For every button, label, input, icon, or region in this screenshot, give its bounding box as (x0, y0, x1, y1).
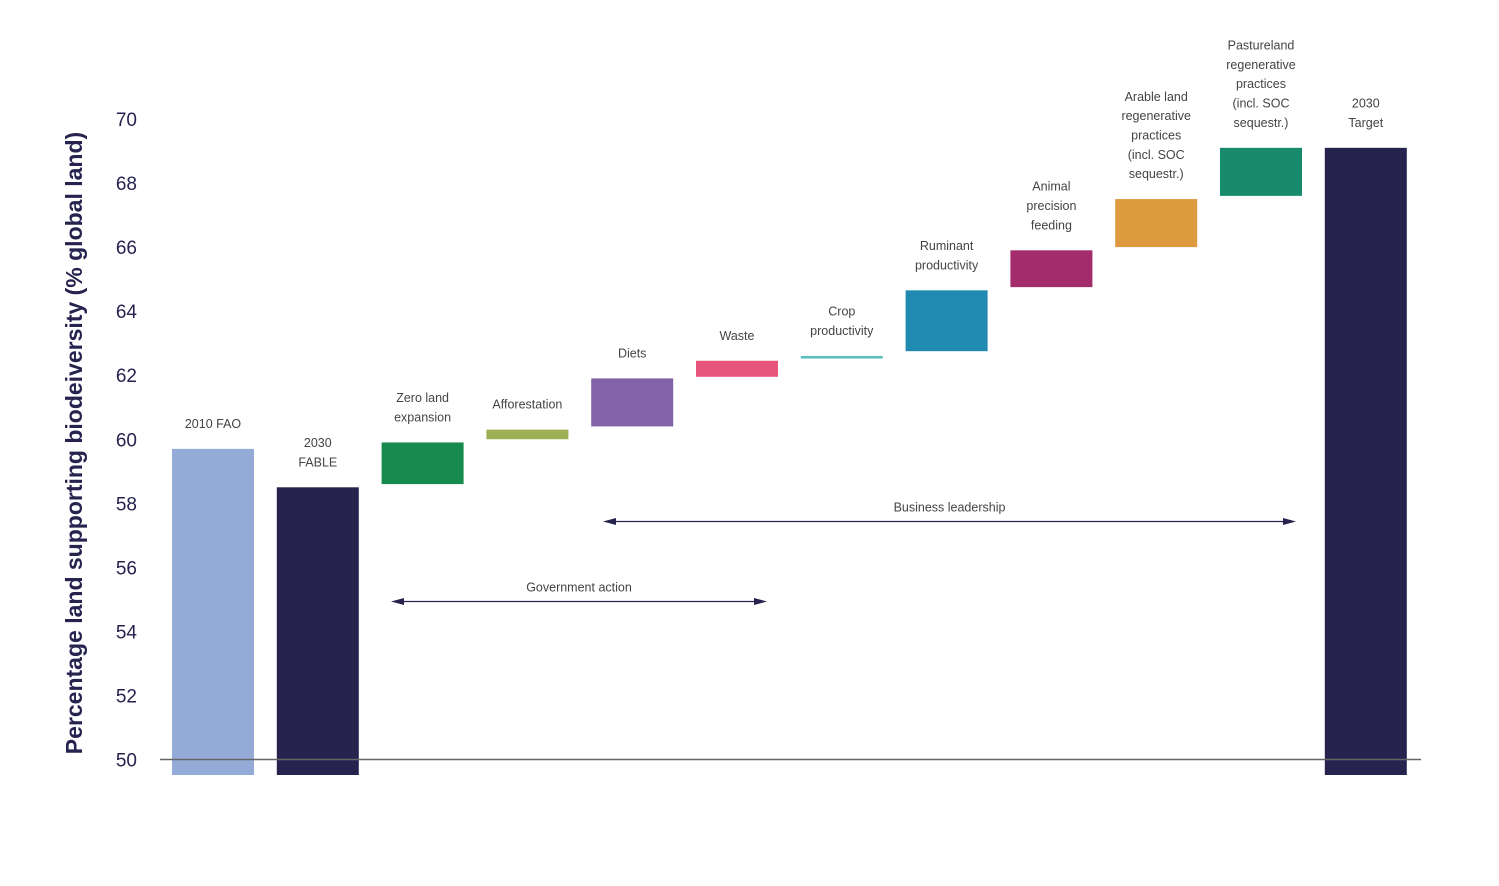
annotation-label: Business leadership (894, 501, 1006, 515)
bar-2030-fable (276, 487, 359, 775)
bar-label: 2010 FAO (185, 417, 242, 431)
bar-label-line: regenerative (1226, 58, 1296, 72)
bar-label-line: Animal (1032, 180, 1070, 194)
bar-2030-target (1324, 147, 1407, 775)
y-tick-label: 56 (116, 558, 137, 579)
bar-label: Arable land regenerative practices (incl. S… (1121, 90, 1191, 181)
bar-label-line: productivity (810, 324, 874, 338)
bar-label: Waste (720, 329, 755, 343)
bar-label-line: sequestr.) (1129, 167, 1184, 181)
bar-label-line: Ruminant (920, 239, 974, 253)
bar-label-line: 2030 (1352, 97, 1380, 111)
bar-label: Zero land expansion (394, 391, 451, 424)
bar-label-line: productivity (915, 258, 979, 272)
y-tick-label: 68 (116, 174, 137, 195)
bar-crop-productivity (800, 355, 883, 359)
bar-label-line: 2030 (304, 436, 332, 450)
bar-label-line: precision (1026, 199, 1076, 213)
bar-waste (696, 360, 778, 377)
bar-arable-land-regenerative-practices-incl-soc-sequestr (1115, 199, 1198, 248)
bar-ruminant-productivity (905, 290, 988, 352)
annotation-arrowhead-right (754, 598, 767, 605)
bar-label-line: Afforestation (492, 398, 562, 412)
bar-label-line: 2010 FAO (185, 417, 242, 431)
bar-label-line: practices (1131, 128, 1181, 142)
bar-label-line: feeding (1031, 218, 1072, 232)
bar-label-line: Target (1348, 116, 1383, 130)
bar-zero-land-expansion (381, 442, 464, 485)
bar-label: Crop productivity (810, 305, 874, 338)
bar-2010-fao (172, 448, 254, 775)
y-tick-label: 54 (116, 622, 138, 643)
bar-label-line: Waste (720, 329, 755, 343)
annotations: Government action Business leadership (391, 501, 1296, 605)
bar-label: Animal precision feeding (1026, 180, 1076, 233)
annotation-arrowhead-left (391, 598, 404, 605)
bar-label: Diets (618, 346, 646, 360)
bar-label-line: FABLE (298, 455, 337, 469)
bar-label-line: expansion (394, 410, 451, 424)
y-tick-label: 66 (116, 238, 137, 259)
y-axis-label: Percentage land supporting biodeiversity… (61, 132, 87, 754)
y-tick-label: 58 (116, 494, 137, 515)
y-axis: Percentage land supporting biodeiversity… (61, 132, 87, 754)
bar-label-line: sequestr.) (1234, 116, 1289, 130)
bar-afforestation (486, 429, 569, 440)
bar-pastureland-regenerative-practices-incl-soc-sequestr (1220, 147, 1302, 196)
bar-label-line: Zero land (396, 391, 449, 405)
y-tick-label: 70 (116, 110, 137, 131)
bar-label-line: regenerative (1121, 109, 1191, 123)
bar-label: Ruminant productivity (915, 239, 979, 272)
bar-label-line: Diets (618, 346, 646, 360)
y-tick-label: 64 (116, 302, 138, 323)
bar-diets (591, 378, 674, 427)
bar-label-line: practices (1236, 77, 1286, 91)
y-tick-label: 52 (116, 686, 137, 707)
y-tick-labels: 50 52 54 56 58 60 62 64 66 68 70 (116, 110, 138, 772)
bar-label: Pastureland regenerative practices (incl. S… (1226, 39, 1296, 130)
annotation-arrowhead-left (603, 518, 616, 525)
bars (172, 147, 1407, 775)
y-tick-label: 50 (116, 751, 137, 772)
bar-animal-precision-feeding (1010, 250, 1093, 288)
bar-label-line: Crop (828, 305, 855, 319)
annotation-label: Government action (526, 581, 632, 595)
bar-label-line: (incl. SOC (1128, 148, 1185, 162)
bar-label-line: Arable land (1125, 90, 1188, 104)
y-tick-label: 62 (116, 366, 137, 387)
y-tick-label: 60 (116, 430, 137, 451)
bar-label-line: (incl. SOC (1233, 97, 1290, 111)
bar-label: Afforestation (492, 398, 562, 412)
bar-label-line: Pastureland (1228, 39, 1295, 53)
annotation-arrowhead-right (1283, 518, 1296, 525)
